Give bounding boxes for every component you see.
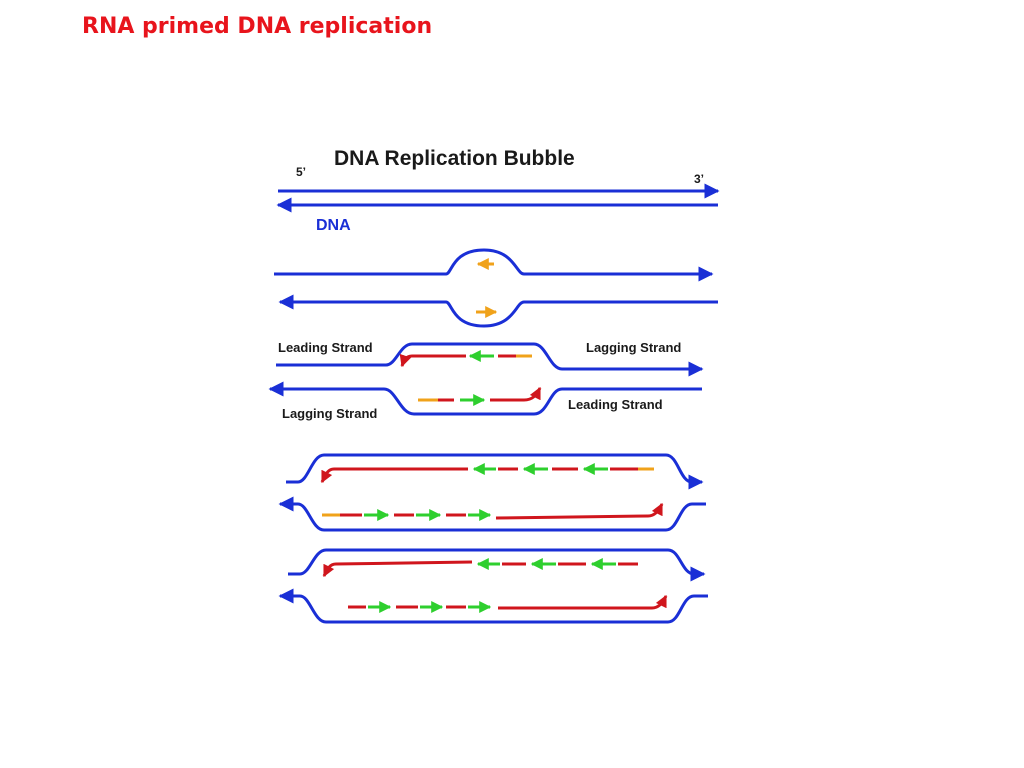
new-strand-end (495, 502, 664, 520)
bubble-top-strand (286, 453, 704, 490)
label-lagging-strand-bottom: Lagging Strand (282, 406, 377, 421)
new-strand-end (322, 560, 473, 578)
label-leading-strand-bottom: Leading Strand (568, 397, 663, 412)
stage-4-large-bubble (278, 453, 706, 532)
bubble-top-strand (288, 548, 706, 582)
replication-bubble-figure: DNA Replication Bubble 5’ 3’ DNA Leading… (262, 132, 738, 642)
bubble-bottom-strand (278, 496, 706, 532)
bubble-bottom-strand (278, 294, 718, 328)
label-lagging-strand-top: Lagging Strand (586, 340, 681, 355)
bubble-bottom-strand (278, 588, 708, 624)
new-strand-end (490, 386, 542, 402)
stage-2-small-bubble (274, 248, 718, 328)
stage-5-near-complete (278, 548, 708, 624)
stage-1-parental-dna: DNA (276, 183, 720, 234)
new-strand-end (320, 467, 468, 484)
stage-3-expanding-bubble: Leading Strand Lagging Strand Lagging St… (268, 340, 704, 421)
label-leading-strand-top: Leading Strand (278, 340, 373, 355)
new-strand-end (498, 594, 668, 610)
bubble-bottom-strand (268, 381, 702, 416)
five-prime-label: 5’ (296, 165, 306, 179)
new-strand-end (399, 353, 466, 368)
bubble-top-strand (276, 342, 704, 377)
dna-label: DNA (316, 217, 351, 234)
figure-title: DNA Replication Bubble (334, 147, 575, 170)
three-prime-label: 3’ (694, 172, 704, 186)
slide-title: RNA primed DNA replication (82, 14, 433, 39)
replication-diagram: DNA Replication Bubble 5’ 3’ DNA Leading… (268, 147, 720, 624)
bubble-top-strand (274, 248, 714, 282)
